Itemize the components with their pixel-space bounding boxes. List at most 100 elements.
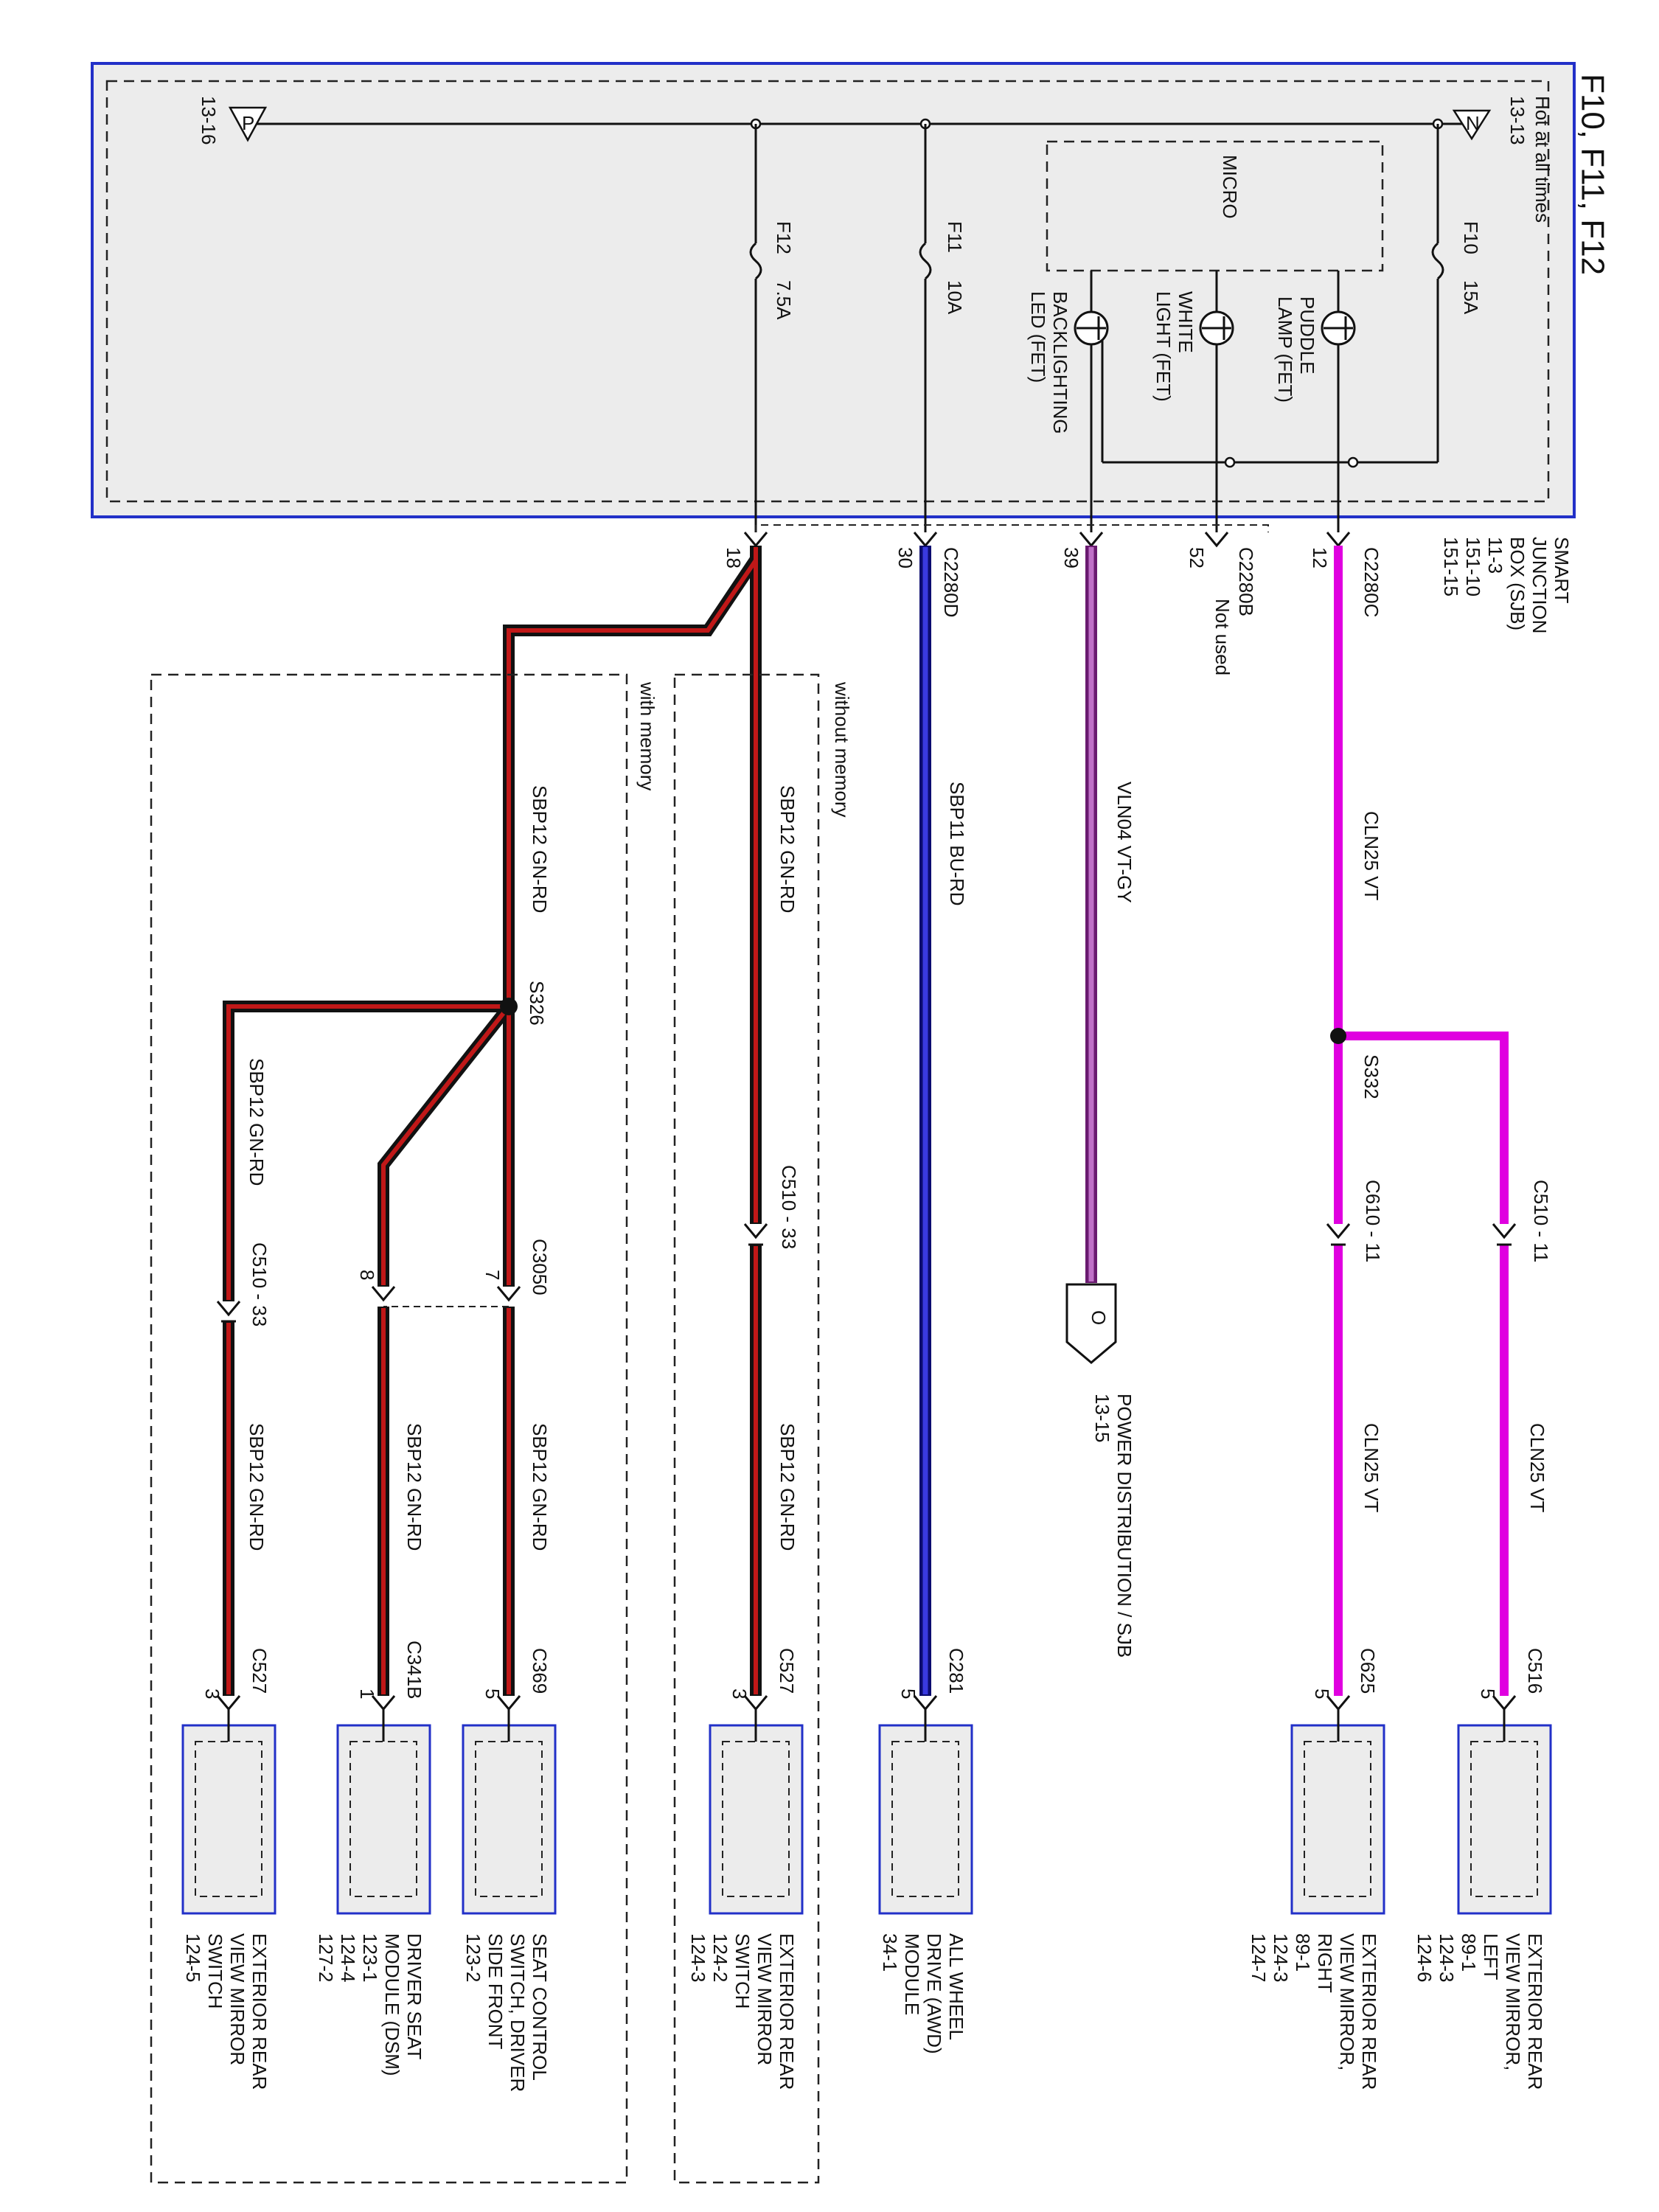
sjb-name: SMART JUNCTION BOX (SJB) 11-3 151-10 151… — [1440, 537, 1573, 633]
micro-label: MICRO — [1219, 155, 1241, 219]
svg-text:VIEW MIRROR: VIEW MIRROR — [226, 1933, 248, 2065]
svg-text:JUNCTION: JUNCTION — [1528, 537, 1551, 633]
splice-s332: S332 — [1360, 1054, 1382, 1099]
c2280c-name: C2280C — [1360, 547, 1382, 617]
svg-text:MODULE: MODULE — [901, 1933, 923, 2015]
svg-text:EXTERIOR REAR: EXTERIOR REAR — [248, 1933, 271, 2090]
wire-label-sbp12-b: SBP12 GN-RD — [776, 1423, 799, 1551]
bus-ref-bottom: 13-16 — [198, 96, 220, 145]
svg-text:151-10: 151-10 — [1462, 537, 1484, 597]
power-distribution-ref: 13-15 — [1091, 1394, 1113, 1443]
svg-text:123-2: 123-2 — [462, 1933, 484, 1983]
c610-11-label: C610 - 11 — [1362, 1180, 1384, 1262]
pin-chevron — [1204, 532, 1229, 548]
svg-text:DRIVER SEAT: DRIVER SEAT — [403, 1933, 425, 2060]
conn-c527-a-pin: 3 — [728, 1688, 751, 1699]
c2280-connector-strip — [755, 524, 1269, 532]
inline-chevron — [1492, 1223, 1517, 1239]
svg-text:11-3: 11-3 — [1484, 537, 1506, 574]
svg-text:EXTERIOR REAR: EXTERIOR REAR — [1358, 1933, 1380, 2090]
fet-white-line2: LIGHT (FET) — [1152, 291, 1175, 402]
c2280d-name: C2280D — [940, 547, 962, 617]
svg-text:VIEW MIRROR,: VIEW MIRROR, — [1336, 1933, 1358, 2070]
component-mirror-left: C516 5 EXTERIOR REAR VIEW MIRROR, LEFT 8… — [1413, 1648, 1552, 2090]
svg-text:124-5: 124-5 — [182, 1933, 204, 1983]
wire-label-sbp12-d: SBP12 GN-RD — [246, 1058, 268, 1186]
smart-junction-box: N P Hot at all times 13-13 13-16 F10 15A… — [91, 62, 1576, 532]
fet-backlight-line1: BACKLIGHTING — [1049, 291, 1071, 434]
component-box — [1290, 1724, 1385, 1915]
circuit-sbp11: SBP11 BU-RD — [919, 546, 968, 1696]
splice-s332-dot — [1330, 1028, 1346, 1044]
svg-text:RIGHT: RIGHT — [1314, 1933, 1336, 1993]
wire-label-sbp11: SBP11 BU-RD — [946, 782, 968, 906]
inline-chevron — [496, 1286, 521, 1302]
hot-at-all-times: Hot at all times — [1531, 96, 1554, 223]
wire-label-cln25-left: CLN25 VT — [1526, 1423, 1548, 1512]
svg-text:MODULE (DSM): MODULE (DSM) — [381, 1933, 403, 2076]
wire-label-sbp12-a: SBP12 GN-RD — [776, 785, 799, 913]
svg-text:127-2: 127-2 — [315, 1933, 337, 1983]
component-box — [181, 1724, 276, 1915]
circuit-sbp12: S326 SBP12 GN-RD SBP12 GN-RD SBP12 GN-RD… — [216, 546, 800, 1696]
fet-white-line1: WHITE — [1175, 291, 1197, 353]
svg-text:124-3: 124-3 — [687, 1933, 709, 1983]
c2280c-pin: 12 — [1309, 547, 1331, 568]
fuse-f11-rating: 10A — [944, 280, 966, 315]
conn-c527-a: C527 — [776, 1648, 798, 1694]
junction-dot — [1347, 456, 1359, 468]
inline-chevron — [1326, 1223, 1351, 1239]
svg-text:34-1: 34-1 — [879, 1933, 901, 1972]
wire-label-sbp12-f: SBP12 GN-RD — [403, 1423, 425, 1551]
fuse-symbol — [749, 242, 762, 280]
c2280b-name: C2280B — [1235, 547, 1257, 616]
component-mirror-switch-b: C527 3 EXTERIOR REAR VIEW MIRROR SWITCH … — [181, 1648, 276, 2090]
conn-c625-pin: 5 — [1311, 1688, 1333, 1699]
fuse-f10-rating: 15A — [1460, 280, 1482, 315]
component-awd-module: C281 5 ALL WHEEL DRIVE (AWD) MODULE 34-1 — [878, 1648, 973, 2054]
fet-backlight-line2: LED (FET) — [1027, 291, 1049, 383]
fet-puddle-line2: LAMP (FET) — [1274, 296, 1296, 403]
conn-c341b: C341B — [403, 1641, 425, 1700]
sjb-inner-dashed — [105, 80, 1550, 503]
c3050-pin-8: 8 — [356, 1270, 378, 1280]
bus-flag-n — [1452, 109, 1492, 141]
power-distribution-flag-letter: O — [1088, 1310, 1110, 1325]
bus-flag-p-label: P — [242, 112, 254, 134]
bus-flag-n-label: N — [1466, 112, 1480, 134]
fet-puddle-line1: PUDDLE — [1296, 296, 1318, 374]
option-groups: without memory with memory — [150, 673, 853, 2184]
inline-chevron — [371, 1286, 396, 1302]
svg-text:124-2: 124-2 — [709, 1933, 731, 1983]
c510-33-label-b: C510 - 33 — [248, 1242, 271, 1326]
diagram-title: F10, F11, F12 — [1575, 74, 1611, 275]
svg-text:124-6: 124-6 — [1413, 1933, 1436, 1983]
conn-c527-b-pin: 3 — [201, 1688, 223, 1699]
fuse-f11-id: F11 — [944, 221, 966, 253]
fuse-f12-rating: 7.5A — [773, 280, 795, 320]
svg-text:SIDE FRONT: SIDE FRONT — [484, 1933, 507, 2050]
wire-sbp12-gn-rd — [226, 547, 758, 1694]
svg-text:LEFT: LEFT — [1480, 1933, 1502, 1980]
c510-11-label: C510 - 11 — [1530, 1180, 1552, 1262]
svg-text:124-4: 124-4 — [337, 1933, 359, 1983]
c2280-pin-18: 18 — [723, 547, 745, 568]
power-distribution-flag — [1065, 1283, 1117, 1364]
circuit-vln04: VLN04 VT-GY O POWER DISTRIBUTION / SJB 1… — [1065, 546, 1135, 1658]
c2280-pins: C2280C 12 C2280B 52 Not used 39 C2280D 3… — [723, 532, 1382, 675]
c3050-label: C3050 — [529, 1239, 551, 1295]
c3050-pin-7: 7 — [481, 1270, 504, 1280]
wire-label-cln25-right: CLN25 VT — [1360, 1423, 1382, 1512]
fuse-symbol — [1431, 242, 1444, 280]
svg-text:124-7: 124-7 — [1248, 1933, 1270, 1983]
svg-text:VIEW MIRROR,: VIEW MIRROR, — [1502, 1933, 1524, 2070]
splice-s326: S326 — [526, 981, 548, 1026]
conn-c369: C369 — [529, 1648, 551, 1694]
wire-label-sbp12-g: SBP12 GN-RD — [246, 1423, 268, 1551]
group-without-memory-label: without memory — [831, 681, 853, 818]
svg-text:SEAT CONTROL: SEAT CONTROL — [529, 1933, 551, 2081]
conn-c369-pin: 5 — [481, 1688, 504, 1699]
c2280b-not-used: Not used — [1211, 599, 1234, 675]
fuse-f12-id: F12 — [773, 221, 795, 254]
